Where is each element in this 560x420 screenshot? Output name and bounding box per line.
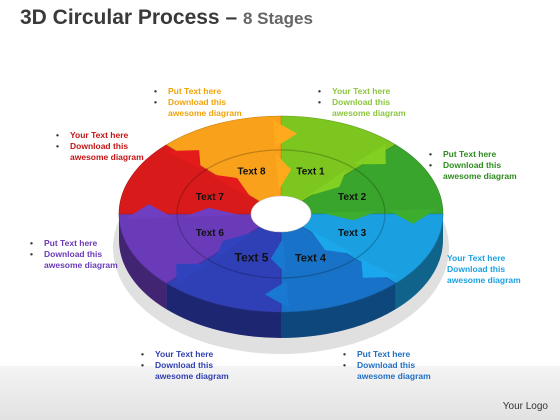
- stage-ring-2: [354, 168, 386, 215]
- callout-line: Put Text here: [44, 238, 98, 248]
- title-dash: –: [219, 6, 243, 29]
- stage-label-1: Text 1: [296, 167, 325, 178]
- stage-label-8: Text 8: [237, 167, 266, 178]
- callout-line: awesome diagram: [155, 371, 229, 381]
- callout-stage-2: • Put Text here • Download this awesome di…: [425, 149, 517, 182]
- outer-arrow-6: [125, 204, 174, 219]
- bullet: •: [56, 141, 59, 151]
- callout-line: Put Text here: [443, 149, 497, 159]
- callout-stage-8: • Put Text here • Download this awesome di…: [150, 86, 242, 119]
- bullet: •: [56, 130, 59, 140]
- outer-arrow-8: [272, 120, 298, 148]
- callout-line: Put Text here: [168, 86, 222, 96]
- stage-side-5: [166, 283, 281, 338]
- title-main: 3D Circular Process: [20, 6, 220, 29]
- bullet: •: [30, 238, 33, 248]
- bullet: •: [30, 249, 33, 259]
- stage-ring-1: [280, 149, 355, 170]
- outer-arrow-2: [388, 209, 437, 224]
- callout-line: Download this: [447, 264, 506, 274]
- callout-line: Download this: [357, 360, 416, 370]
- inner-arrow-4: [270, 237, 287, 274]
- center-hole: [250, 195, 312, 233]
- callout-line: Your Text here: [447, 253, 506, 263]
- outer-arrow-3: [361, 258, 397, 278]
- callout-line: awesome diagram: [332, 108, 406, 118]
- callout-line: Download this: [168, 97, 227, 107]
- inner-arrow-5: [215, 231, 255, 259]
- floor-shadow: [0, 366, 560, 420]
- callout-line: awesome diagram: [447, 275, 521, 285]
- bullet: •: [154, 86, 157, 96]
- inner-arrow-8: [275, 154, 292, 191]
- callout-stage-7: • Your Text here • Download this awesome d…: [52, 130, 144, 163]
- bullet: •: [318, 86, 321, 96]
- callout-line: awesome diagram: [357, 371, 431, 381]
- callout-line: Your Text here: [70, 130, 129, 140]
- callout-line: Download this: [70, 141, 129, 151]
- bullet: •: [429, 149, 432, 159]
- page-title: 3D Circular Process – 8 Stages: [20, 6, 313, 30]
- callout-stage-6: • Put Text here • Download this awesome di…: [26, 238, 118, 271]
- callout-line: Download this: [443, 160, 502, 170]
- title-sub: 8 Stages: [242, 9, 313, 28]
- outer-arrow-1: [353, 144, 386, 165]
- stage-label-4: Text 4: [295, 252, 327, 264]
- stage-ring-6: [176, 213, 208, 260]
- bullet: •: [154, 97, 157, 107]
- bullet: •: [343, 349, 346, 359]
- outer-arrow-5: [176, 263, 209, 284]
- callout-stage-3: •Your Text here Download this awesome di…: [429, 253, 521, 286]
- inner-arrow-1: [307, 169, 347, 197]
- stage-side-6: [119, 214, 167, 310]
- callout-line: awesome diagram: [44, 260, 118, 270]
- callout-line: Put Text here: [357, 349, 411, 359]
- inner-arrow-2: [320, 210, 379, 221]
- inner-arrow-3: [310, 230, 354, 255]
- bullet: •: [429, 160, 432, 170]
- callout-line: awesome diagram: [70, 152, 144, 162]
- stage-side-3: [395, 214, 444, 310]
- callout-stage-1: • Your Text here • Download this awesome d…: [314, 86, 406, 119]
- stage-ring-7: [176, 168, 208, 215]
- stage-ring-5: [207, 258, 282, 279]
- callout-stage-4: • Put Text here • Download this awesome di…: [339, 349, 431, 382]
- callout-line: Your Text here: [155, 349, 214, 359]
- stage-ring-3: [354, 213, 386, 260]
- inner-arrow-6: [183, 207, 242, 218]
- callout-line: Your Text here: [332, 86, 391, 96]
- callout-line: Download this: [44, 249, 103, 259]
- bullet: •: [141, 349, 144, 359]
- stage-label-3: Text 3: [338, 228, 367, 239]
- bullet: •: [141, 360, 144, 370]
- outer-arrow-4: [264, 280, 290, 308]
- stage-label-7: Text 7: [196, 192, 225, 203]
- callout-line: Download this: [332, 97, 391, 107]
- inner-arrow-7: [208, 173, 252, 198]
- stage-label-5: Text 5: [235, 250, 269, 264]
- stage-side-4: [281, 283, 396, 338]
- logo-text: Your Logo: [502, 401, 548, 412]
- callout-line: Download this: [155, 360, 214, 370]
- outer-arrow-7: [165, 150, 201, 170]
- bullet: •: [318, 97, 321, 107]
- stage-ring-4: [280, 258, 355, 279]
- bullet: •: [343, 360, 346, 370]
- callout-line: awesome diagram: [168, 108, 242, 118]
- callout-line: awesome diagram: [443, 171, 517, 181]
- callout-stage-5: • Your Text here • Download this awesome d…: [137, 349, 229, 382]
- stage-label-6: Text 6: [196, 228, 225, 239]
- stage-label-2: Text 2: [338, 192, 367, 203]
- stage-ring-8: [207, 149, 282, 170]
